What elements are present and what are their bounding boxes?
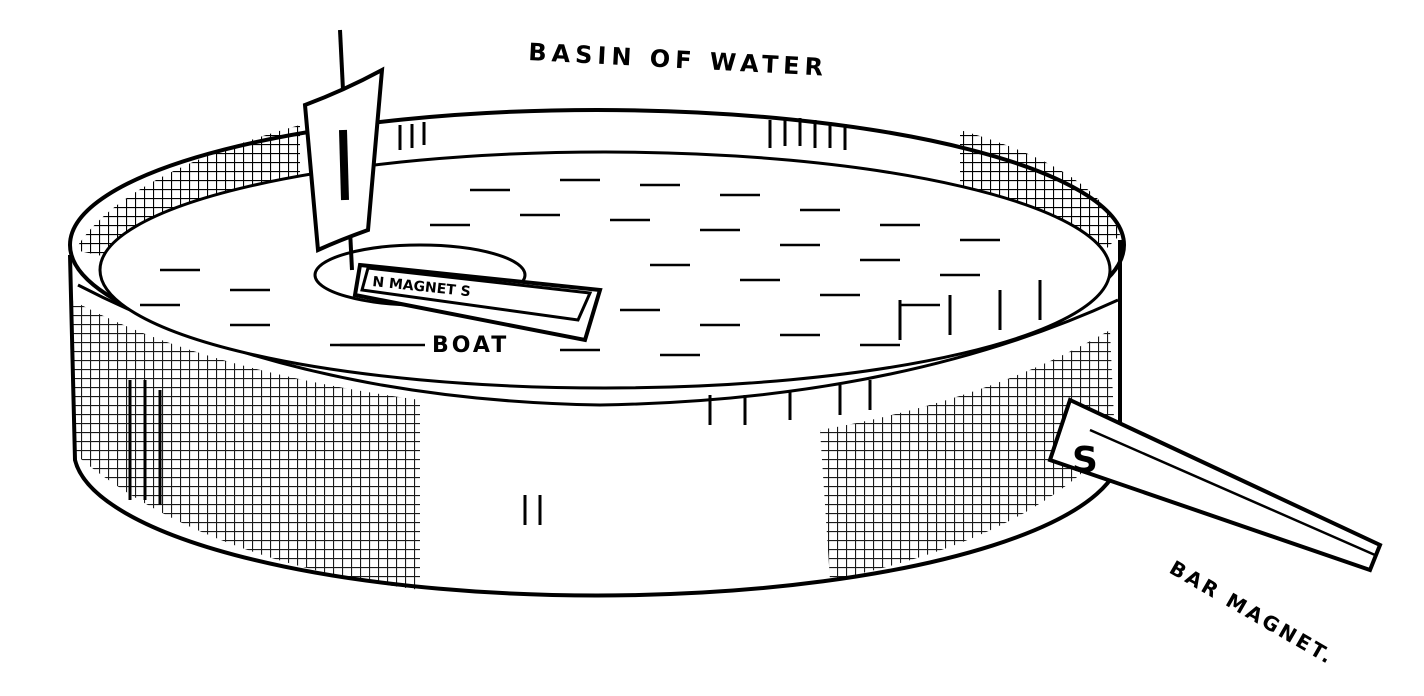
bar-magnet: S xyxy=(1047,397,1383,573)
boat: N MAGNET S xyxy=(302,29,603,343)
basin-label: BASIN OF WATER xyxy=(528,38,829,82)
bar-magnet-label: BAR MAGNET. xyxy=(1166,556,1340,670)
bar-magnet-pole-label: S xyxy=(1072,440,1098,481)
basin xyxy=(68,108,1126,598)
water-ripples xyxy=(140,178,1000,357)
boat-label: BOAT xyxy=(432,333,509,358)
